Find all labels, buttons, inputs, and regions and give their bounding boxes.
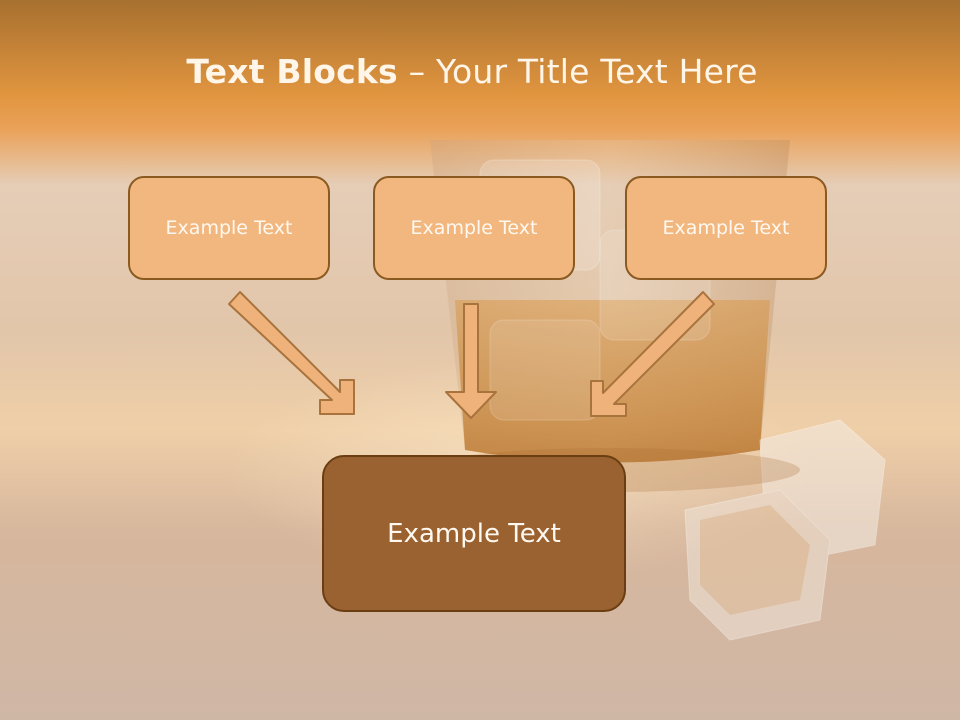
result-text-block-label: Example Text	[387, 518, 561, 549]
text-block-2[interactable]: Example Text	[373, 176, 575, 280]
slide-title: Text Blocks – Your Title Text Here	[0, 52, 944, 91]
down-arrow-icon	[228, 291, 355, 415]
text-block-2-label: Example Text	[410, 217, 538, 239]
title-bold-text: Text Blocks	[186, 52, 398, 91]
down-arrow-icon	[445, 303, 497, 419]
text-block-3[interactable]: Example Text	[625, 176, 827, 280]
text-block-3-label: Example Text	[662, 217, 790, 239]
text-block-1-label: Example Text	[165, 217, 293, 239]
text-block-1[interactable]: Example Text	[128, 176, 330, 280]
down-arrow-icon	[590, 291, 715, 417]
title-rest-text: – Your Title Text Here	[397, 52, 758, 91]
result-text-block[interactable]: Example Text	[322, 455, 626, 612]
